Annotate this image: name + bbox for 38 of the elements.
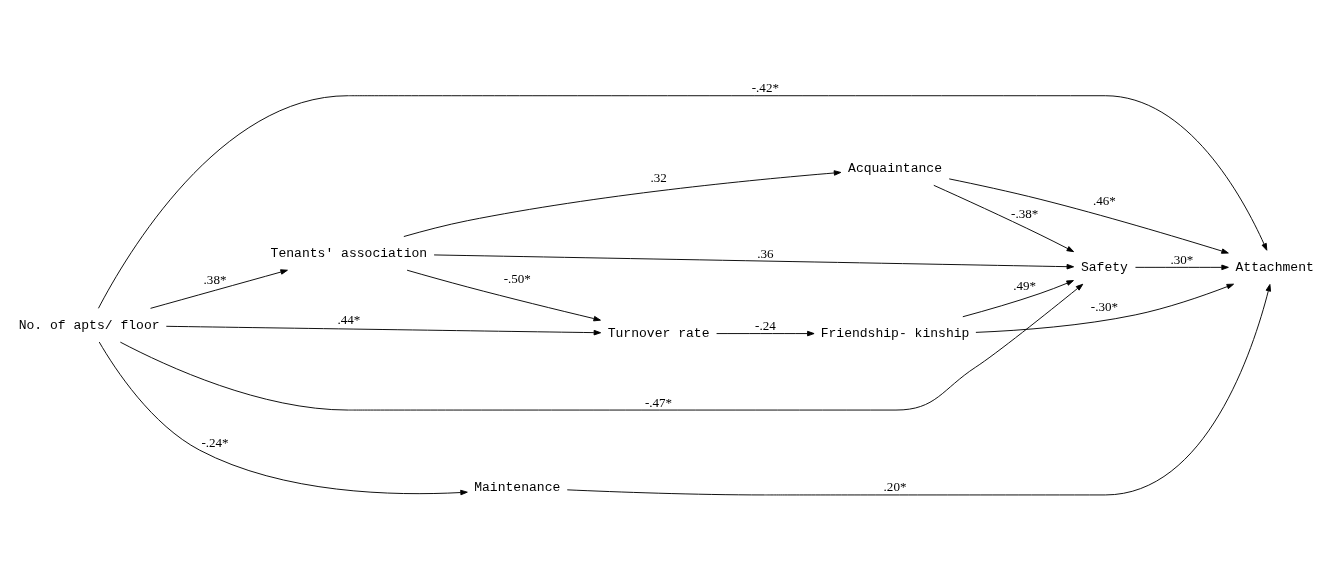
arrow: [406, 269, 601, 321]
node-text: Safety: [1080, 259, 1128, 275]
arrow: [150, 268, 288, 309]
edge-label: .46*: [1093, 192, 1116, 208]
arrow: [948, 177, 1229, 254]
node-text: No. of apts/ floor: [18, 317, 160, 333]
arrow: [433, 253, 1075, 269]
arrow: [98, 341, 468, 495]
edge-label: .36: [757, 245, 774, 261]
edge-label: .20*: [883, 478, 907, 494]
arrow: [165, 325, 602, 335]
node-text: Attachment: [1235, 259, 1314, 275]
edge-label: -.24: [755, 317, 776, 333]
arrow: [975, 283, 1235, 333]
edge-label: .30*: [1170, 251, 1194, 267]
arrow: [933, 184, 1075, 252]
edge-label: -.30*: [1090, 298, 1119, 314]
node-text: Turnover rate: [607, 325, 710, 341]
node-text: Friendship- kinship: [820, 325, 970, 341]
arrow: [119, 283, 1084, 411]
arrow: [962, 279, 1074, 317]
edge-label: -.47*: [644, 394, 673, 410]
edge-label: -.50*: [503, 270, 531, 286]
edge-label: -.38*: [1011, 205, 1039, 221]
node-text: Maintenance: [474, 479, 561, 495]
arrow: [1135, 264, 1229, 270]
edge-label: .38*: [203, 271, 227, 287]
arrow: [566, 283, 1272, 495]
edge-label: .49*: [1013, 277, 1037, 293]
node-text: Tenants' association: [270, 245, 428, 261]
arrow: [97, 94, 1268, 309]
edge-label: -.42*: [751, 79, 779, 95]
edge-label: .32: [650, 169, 667, 185]
arrow: [403, 169, 842, 237]
node-text: Acquaintance: [848, 160, 942, 176]
arrow: [716, 330, 815, 336]
edge-label: -.24*: [201, 434, 229, 450]
edge-label: .44*: [337, 311, 361, 327]
